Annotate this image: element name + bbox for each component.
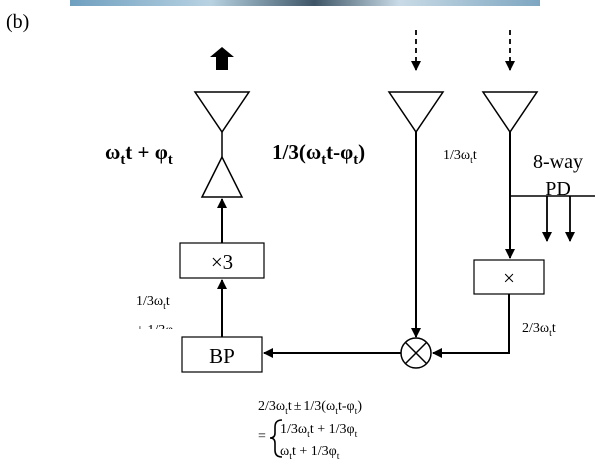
frequency-doubler-label: × [503, 266, 515, 290]
bp-output-label-line2: + 1/3φ [136, 323, 173, 338]
middle-phase-label: 1/3(ωtt-φt) [272, 140, 365, 168]
bp-output-label-line2-clip: + 1/3φ [136, 323, 173, 338]
arrow-doubler-to-mixer [433, 294, 509, 353]
transmit-antenna-icon [195, 92, 249, 157]
doubler-output-label: 2/3ωtt [522, 321, 556, 339]
transmit-arrow-icon [210, 47, 234, 70]
multiplier-x3-label: ×3 [211, 250, 233, 274]
splitter-label-line1: 8-way [533, 151, 583, 173]
receive-antenna-right-icon [483, 92, 537, 132]
equation-equals-sign: = [258, 429, 266, 444]
equation-line1: 2/3ωtt±1/3(ωtt-φt) [258, 399, 362, 417]
amplifier-icon [202, 157, 242, 197]
transmit-phase-label: ωtt + φt [105, 140, 173, 168]
panel-label: (b) [6, 11, 29, 33]
equation-line2: 1/3ωtt + 1/3φt [280, 422, 358, 440]
receive-antenna-middle-icon [389, 92, 443, 132]
bp-output-label-line1: 1/3ωtt [136, 294, 170, 312]
right-freq-label: 1/3ωtt [443, 148, 477, 166]
mixer-icon [401, 338, 431, 368]
bandpass-filter-label: BP [209, 344, 235, 368]
equation-line3: ωtt + 1/3φt [280, 444, 340, 462]
